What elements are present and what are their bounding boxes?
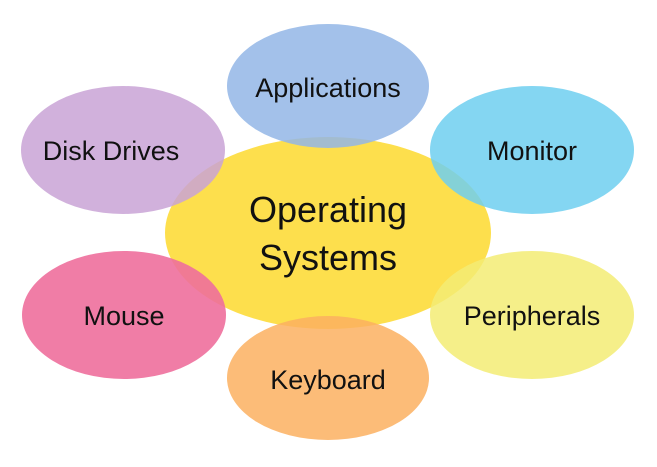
disk-drives-ellipse bbox=[21, 86, 225, 214]
node-applications: Applications bbox=[227, 24, 429, 148]
disk-drives-label: Disk Drives bbox=[43, 136, 180, 166]
center-label-line2: Systems bbox=[259, 237, 397, 278]
monitor-ellipse bbox=[430, 86, 634, 214]
peripherals-label: Peripherals bbox=[464, 301, 601, 331]
monitor-label: Monitor bbox=[487, 136, 577, 166]
applications-label: Applications bbox=[255, 73, 401, 103]
node-peripherals: Peripherals bbox=[430, 251, 634, 379]
center-ellipse bbox=[165, 137, 491, 329]
center-label-line1: Operating bbox=[249, 189, 407, 230]
node-monitor: Monitor bbox=[430, 86, 634, 214]
keyboard-label: Keyboard bbox=[270, 365, 386, 395]
mouse-label: Mouse bbox=[83, 301, 164, 331]
node-keyboard: Keyboard bbox=[227, 316, 429, 440]
node-mouse: Mouse bbox=[22, 251, 226, 379]
keyboard-ellipse bbox=[227, 316, 429, 440]
peripherals-ellipse bbox=[430, 251, 634, 379]
center-node: Operating Systems bbox=[165, 137, 491, 329]
mouse-ellipse bbox=[22, 251, 226, 379]
node-disk-drives: Disk Drives bbox=[21, 86, 225, 214]
applications-ellipse bbox=[227, 24, 429, 148]
